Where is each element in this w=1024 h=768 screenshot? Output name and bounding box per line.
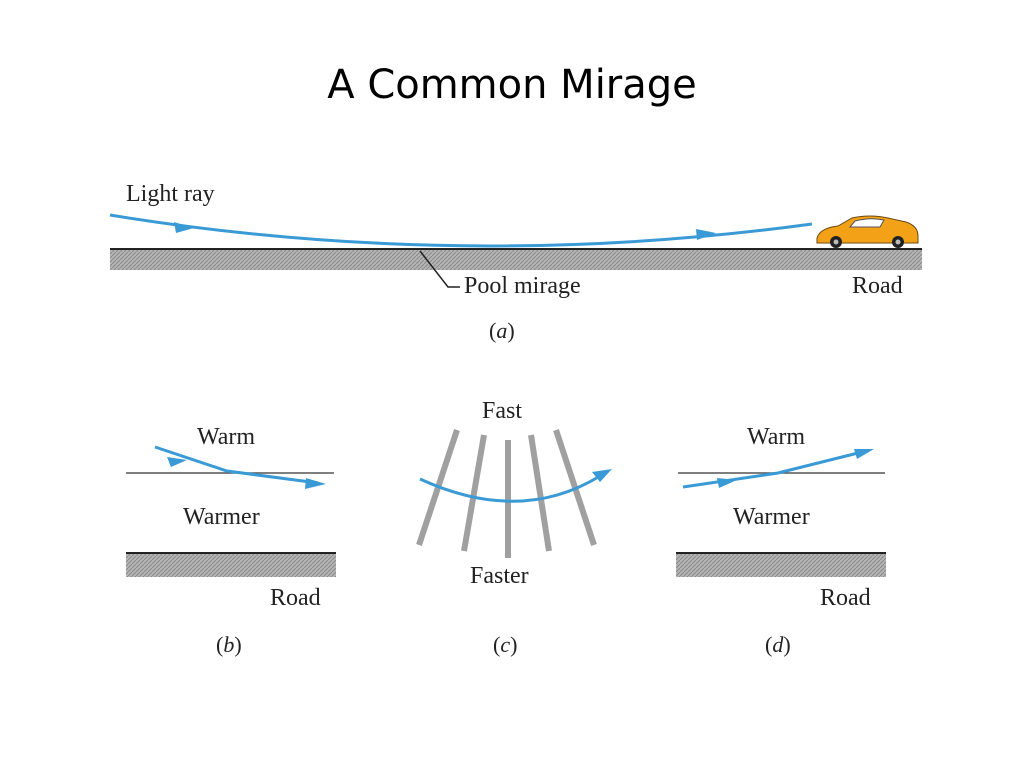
ray-arrowhead-c bbox=[592, 469, 612, 482]
warmer-label-d: Warmer bbox=[733, 504, 810, 530]
speed-line-4 bbox=[528, 434, 552, 552]
panel-d bbox=[676, 449, 886, 577]
ray-arrowhead-b1 bbox=[167, 457, 187, 467]
ray-arrowhead-d2 bbox=[854, 449, 874, 459]
light-ray-label: Light ray bbox=[126, 181, 215, 207]
road-label-a: Road bbox=[852, 273, 903, 299]
faster-label: Faster bbox=[470, 563, 529, 589]
panel-c bbox=[416, 429, 612, 558]
warm-label-d: Warm bbox=[747, 424, 806, 450]
ray-arrowhead-a2 bbox=[696, 229, 716, 240]
ray-arrowhead-b2 bbox=[305, 478, 326, 489]
light-ray-c bbox=[419, 474, 601, 503]
ray-arrowhead-d1 bbox=[717, 478, 737, 488]
light-ray-d bbox=[682, 450, 863, 489]
slide-title: A Common Mirage bbox=[327, 62, 697, 108]
road-surface-b bbox=[126, 553, 336, 577]
speed-line-2 bbox=[461, 434, 487, 552]
panel-a bbox=[109, 213, 922, 288]
road-surface-d bbox=[676, 553, 886, 577]
warm-label-b: Warm bbox=[197, 424, 256, 450]
light-ray-b bbox=[154, 445, 319, 485]
panel-b bbox=[126, 445, 336, 577]
caption-b: (b) bbox=[216, 632, 242, 657]
car-icon bbox=[816, 215, 919, 248]
caption-a: (a) bbox=[489, 318, 515, 343]
pool-pointer-line bbox=[419, 250, 460, 288]
caption-c: (c) bbox=[493, 632, 518, 657]
fast-label: Fast bbox=[482, 398, 523, 424]
road-surface-a bbox=[110, 249, 922, 270]
pool-mirage-label: Pool mirage bbox=[464, 273, 581, 299]
road-label-b: Road bbox=[270, 585, 321, 611]
ray-arrowhead-a1 bbox=[174, 222, 194, 233]
road-label-d: Road bbox=[820, 585, 871, 611]
light-ray-a bbox=[109, 213, 813, 248]
warmer-label-b: Warmer bbox=[183, 504, 260, 530]
caption-d: (d) bbox=[765, 632, 791, 657]
